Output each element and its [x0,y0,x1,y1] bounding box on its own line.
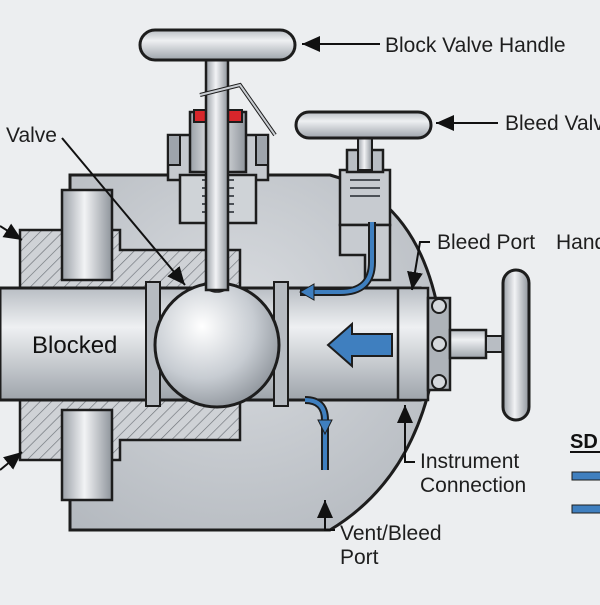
block-valve-handle-label: Block Valve Handle [385,34,566,57]
valve-label: Valve [6,124,57,147]
instrument-label: Instrument [420,450,519,473]
bleed-valve-assembly [338,129,392,282]
connection-label: Connection [420,474,526,497]
legend [570,451,600,514]
block-valve-handle [138,28,297,62]
handle-label: Hand [556,231,600,254]
main-flow-arrow [326,321,393,369]
leader-lines [0,36,498,531]
legend-title: SD [570,431,598,453]
bleed-port-label: Bleed Port [437,231,535,254]
bleed-valve-handle [294,110,433,140]
port-label: Port [340,546,379,569]
lower-bolt-boss [60,408,114,502]
flow-arrows [298,222,393,470]
legend-swatch-1 [571,471,600,481]
vent-bleed-label: Vent/Bleed [340,522,442,545]
ball [153,281,281,409]
upper-bolt-boss [60,188,114,282]
side-handle [501,268,531,422]
instrument-flange [396,286,503,402]
block-valve-stem [166,58,277,292]
blocked-label: Blocked [32,332,117,359]
legend-swatch-2 [571,504,600,514]
bleed-valve-label: Bleed Valv [505,112,600,135]
